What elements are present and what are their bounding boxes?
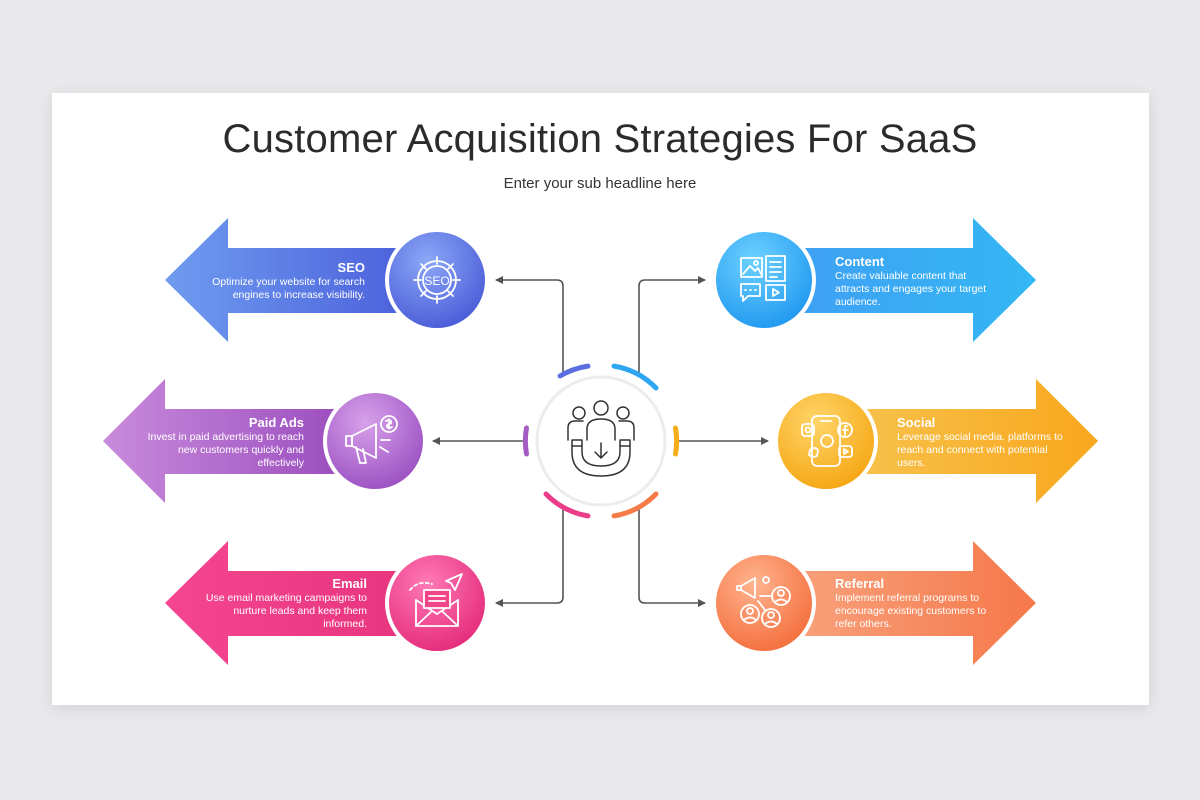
strategy-referral-title: Referral [835,576,885,591]
seo-arrow-shape [165,218,400,342]
megaphone-dollar-icon [345,415,398,464]
referral-people-icon [736,576,791,628]
social-icon-circle [774,389,878,493]
center-hub [522,363,680,519]
strategy-content-description: Create valuable content that attracts an… [835,270,987,308]
strategy-email: Email Use email marketing campaigns to n… [197,577,367,631]
strategy-paid-ads-description: Invest in paid advertising to reach new … [147,431,304,469]
strategy-seo: SEO Optimize your website for search eng… [205,261,365,302]
strategy-content: Content Create valuable content that att… [835,255,1000,309]
strategy-seo-title: SEO [337,260,365,275]
strategy-paid-ads: Paid Ads Invest in paid advertising to r… [140,416,304,470]
strategy-referral: Referral Implement referral programs to … [835,577,1000,631]
strategy-seo-description: Optimize your website for search engines… [212,276,365,301]
connector-referral [638,507,706,607]
social-arrow-shape [860,379,1098,503]
seo-gear-icon-text: SEO [424,274,449,288]
strategy-referral-description: Implement referral programs to encourage… [835,592,987,630]
strategy-email-description: Use email marketing campaigns to nurture… [205,592,367,630]
referral-icon-circle [712,551,816,655]
customer-magnet-icon [567,400,635,477]
content-icon-circle [712,228,816,332]
strategy-paid-ads-title: Paid Ads [248,415,304,430]
strategy-content-title: Content [835,254,885,269]
seo-icon-circle [385,228,489,332]
content-media-icon [740,255,786,302]
strategy-social-title: Social [897,415,936,430]
social-media-phone-icon [801,415,853,467]
seo-gear-icon [413,256,461,304]
connector-seo [495,276,564,375]
strategy-social-description: Leverage social media. platforms to reac… [897,431,1063,469]
slide-title: Customer Acquisition Strategies For SaaS [222,117,978,161]
connector-content [638,276,706,375]
connector-email [495,507,564,607]
email-envelope-icon [409,573,463,627]
referral-arrow-shape [800,541,1036,665]
strategy-email-title: Email [332,576,367,591]
email-arrow-shape [165,541,400,665]
paid-ads-icon-circle [323,389,427,493]
content-arrow-shape [800,218,1036,342]
paid-ads-arrow-shape [103,379,340,503]
strategy-social: Social Leverage social media. platforms … [897,416,1072,470]
slide-subtitle: Enter your sub headline here [503,175,697,192]
